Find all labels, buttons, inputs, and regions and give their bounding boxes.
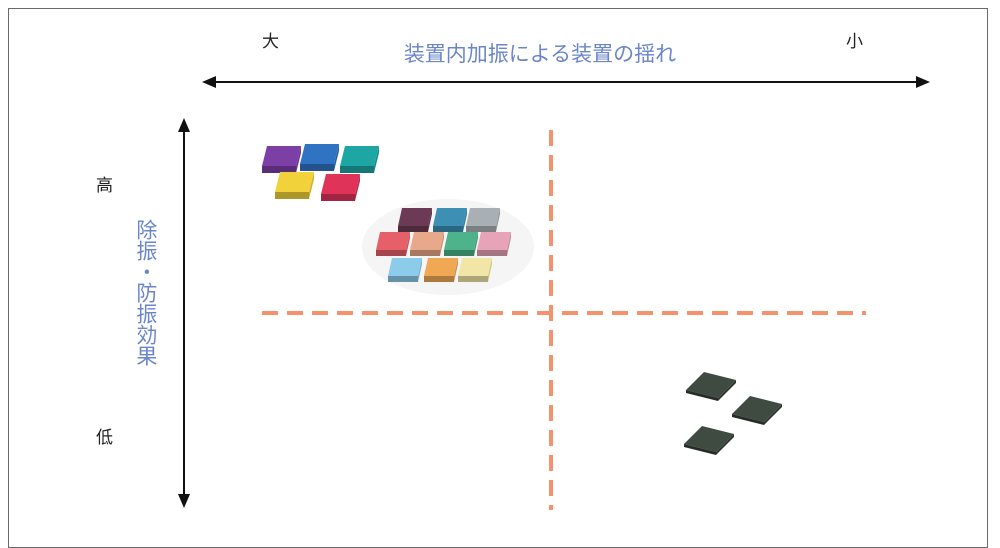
sample-group-small-colored <box>262 144 379 201</box>
dark-sample-tile <box>732 396 782 425</box>
sample-tile <box>398 208 432 232</box>
sample-tile <box>376 232 410 256</box>
sample-tile <box>433 208 467 232</box>
vertical-axis-arrow <box>178 118 190 508</box>
sample-group-large-colored <box>376 208 511 282</box>
sample-tile <box>477 232 511 256</box>
sample-tile <box>388 258 422 282</box>
dark-sample-tile <box>684 426 734 455</box>
sample-tile <box>300 144 339 171</box>
sample-tile <box>321 174 360 201</box>
diagram-canvas <box>178 76 930 510</box>
sample-tile <box>262 146 301 173</box>
sample-tile <box>466 208 500 232</box>
y-axis-top-label: 高 <box>96 176 113 196</box>
x-axis-left-label: 大 <box>262 32 279 52</box>
x-axis-title: 装置内加振による装置の揺れ <box>403 42 677 66</box>
x-axis-right-label: 小 <box>846 32 863 52</box>
dark-sample-tile <box>686 372 736 401</box>
sample-group-dark <box>684 372 782 455</box>
horizontal-axis-arrow <box>202 76 930 88</box>
sample-tile <box>340 146 379 173</box>
sample-tile <box>275 172 314 199</box>
y-axis-title: 除振・防振効果 <box>133 219 158 366</box>
y-axis-bottom-label: 低 <box>96 428 113 448</box>
sample-tile <box>444 232 478 256</box>
sample-tile <box>458 258 492 282</box>
sample-tile <box>424 258 458 282</box>
sample-tile <box>410 232 444 256</box>
